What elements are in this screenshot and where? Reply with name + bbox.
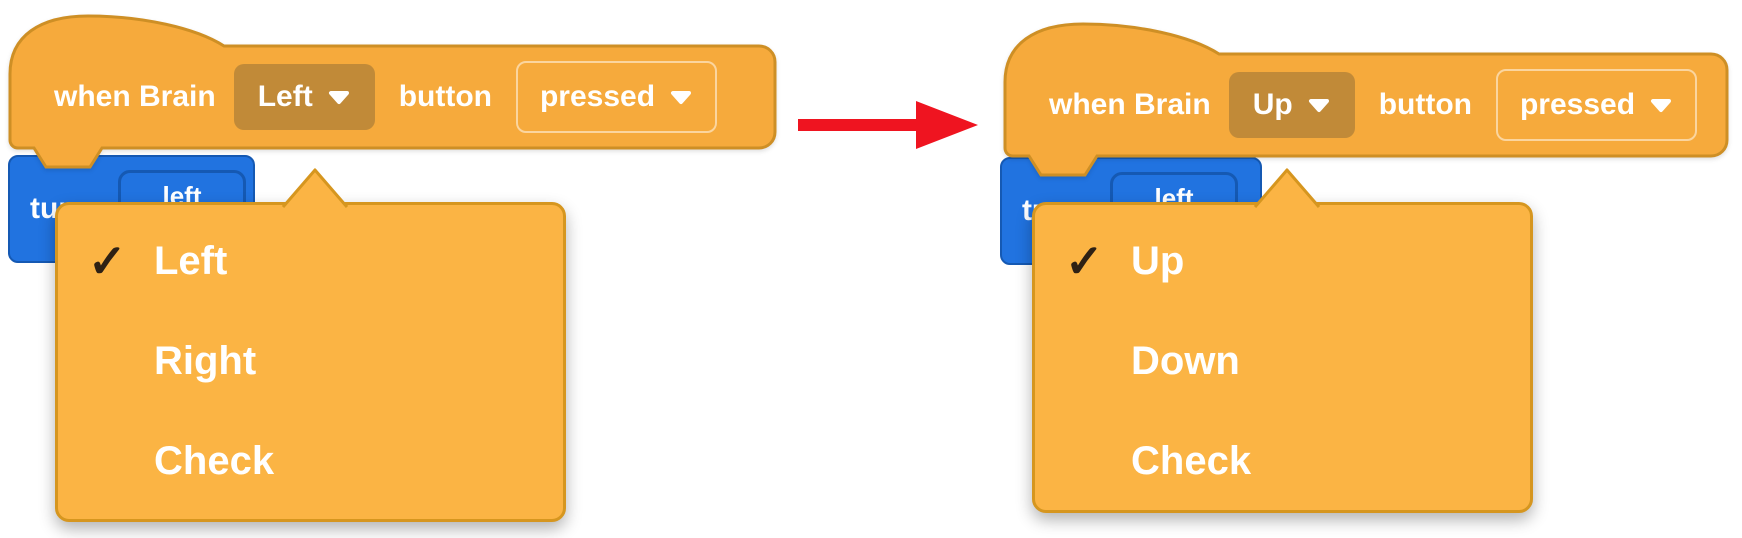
button-state-dropdown-value: pressed [539, 80, 656, 113]
menu-pointer [281, 168, 349, 210]
button-state-dropdown-value: pressed [1519, 88, 1636, 121]
menu-item-left[interactable]: ✓ Left [88, 235, 228, 287]
hat-label-when-brain: when Brain [54, 80, 216, 113]
menu-item-down[interactable]: ✓ Down [1131, 338, 1240, 383]
button-dropdown-menu: ✓ Up ✓ Down ✓ Check [1032, 202, 1533, 513]
brain-button-dropdown[interactable]: Up [1228, 72, 1355, 138]
menu-item-right[interactable]: ✓ Right [154, 338, 257, 383]
hat-label-button: button [1378, 88, 1472, 121]
menu-item-up[interactable]: ✓ Up [1065, 235, 1185, 287]
check-icon: ✓ [1065, 235, 1104, 287]
chevron-down-icon [328, 91, 349, 104]
brain-button-dropdown[interactable]: Left [233, 64, 375, 130]
brain-button-dropdown-value: Up [1252, 88, 1293, 121]
hat-label-button: button [398, 80, 492, 113]
menu-item-check[interactable]: ✓ Check [1131, 438, 1252, 483]
menu-item-check[interactable]: ✓ Check [154, 438, 275, 483]
hat-label-when-brain: when Brain [1049, 88, 1211, 121]
chevron-down-icon [1308, 99, 1329, 112]
button-state-dropdown[interactable]: pressed [1495, 69, 1698, 141]
when-brain-hat-block[interactable] [8, 12, 778, 172]
brain-button-dropdown-value: Left [257, 80, 313, 113]
when-brain-hat-block[interactable] [1003, 20, 1730, 180]
chevron-down-icon [671, 91, 692, 104]
chevron-down-icon [1651, 99, 1672, 112]
button-state-dropdown[interactable]: pressed [515, 61, 718, 133]
transition-arrow [798, 101, 978, 149]
menu-pointer [1253, 168, 1321, 210]
hat-block-content: when Brain Left button pressed [8, 46, 718, 148]
button-dropdown-menu: ✓ Left ✓ Right ✓ Check [55, 202, 566, 522]
hat-block-content: when Brain Up button pressed [1003, 54, 1698, 156]
check-icon: ✓ [88, 235, 127, 287]
